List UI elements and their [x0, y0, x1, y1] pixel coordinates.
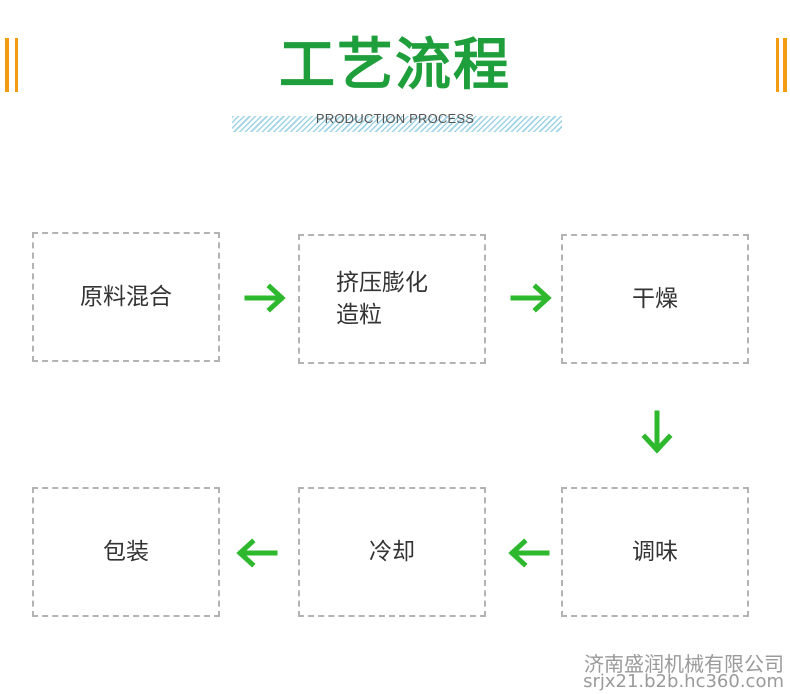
step-box-packaging: 包装 — [32, 487, 220, 617]
arrow-right-icon — [510, 283, 552, 313]
arrow-left-icon — [508, 538, 550, 568]
step-box-seasoning: 调味 — [561, 487, 749, 617]
step-label: 调味 — [632, 539, 678, 565]
step-box-mixing: 原料混合 — [32, 232, 220, 362]
step-label: 干燥 — [632, 286, 678, 312]
left-orange-bars — [5, 38, 18, 92]
arrow-left-icon — [236, 538, 278, 568]
step-label: 挤压膨化造粒 — [336, 270, 428, 328]
right-orange-bars — [776, 38, 787, 92]
watermark-company: 济南盛润机械有限公司 — [584, 652, 784, 676]
step-label: 原料混合 — [80, 284, 172, 310]
subtitle-hatch-band — [232, 116, 562, 132]
step-label: 包装 — [103, 539, 149, 565]
step-box-cooling: 冷却 — [298, 487, 486, 617]
arrow-right-icon — [244, 283, 286, 313]
step-box-extrusion: 挤压膨化造粒 — [298, 234, 486, 364]
step-box-drying: 干燥 — [561, 234, 749, 364]
page-title: 工艺流程 — [279, 33, 511, 98]
arrow-down-icon — [641, 410, 673, 454]
step-label: 冷却 — [369, 539, 415, 565]
page-subtitle: PRODUCTION PROCESS — [315, 111, 475, 126]
watermark-site: srjx21.b2b.hc360.com — [583, 671, 784, 692]
